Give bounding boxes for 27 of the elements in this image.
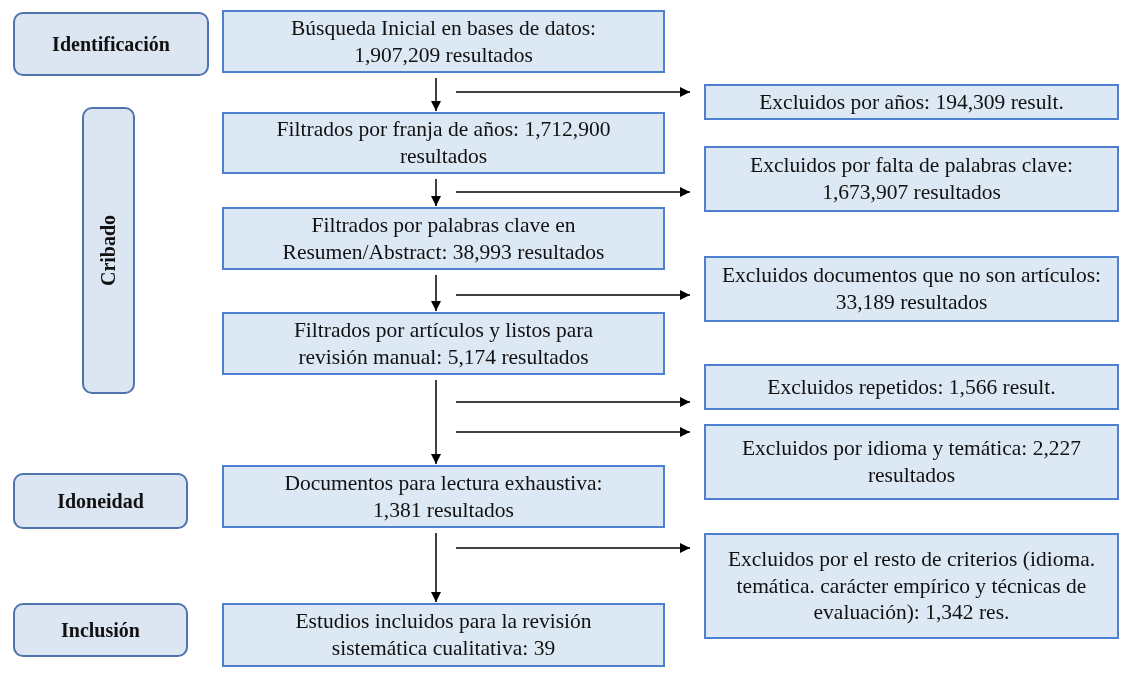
stage-label-box: Inclusión bbox=[13, 603, 188, 657]
process-box: Filtrados por palabras clave en Resumen/Abstract: 38,993 resultados bbox=[222, 207, 665, 270]
arrow bbox=[431, 532, 441, 603]
exclusion-box: Excluidos por el resto de criterios (idioma. temática. carácter empírico y técnicas de evaluación): 1,342 res. bbox=[704, 533, 1119, 639]
process-box: Búsqueda Inicial en bases de datos: 1,907,209 resultados bbox=[222, 10, 665, 73]
arrow bbox=[455, 87, 691, 97]
exclusion-box: Excluidos repetidos: 1,566 result. bbox=[704, 364, 1119, 410]
process-box: Estudios incluidos para la revisión sistemática cualitativa: 39 bbox=[222, 603, 665, 667]
arrow bbox=[431, 379, 441, 465]
exclusion-box: Excluidos por falta de palabras clave: 1,673,907 resultados bbox=[704, 146, 1119, 212]
arrow bbox=[455, 187, 691, 197]
process-box: Filtrados por artículos y listos para revisión manual: 5,174 resultados bbox=[222, 312, 665, 375]
stage-label-box: Identificación bbox=[13, 12, 209, 76]
arrow bbox=[431, 178, 441, 207]
process-box: Documentos para lectura exhaustiva: 1,381 resultados bbox=[222, 465, 665, 528]
process-box: Filtrados por franja de años: 1,712,900 resultados bbox=[222, 112, 665, 174]
arrow bbox=[431, 77, 441, 112]
arrow bbox=[455, 290, 691, 300]
stage-label-box: Cribado bbox=[82, 107, 135, 394]
arrow bbox=[431, 274, 441, 312]
exclusion-box: Excluidos documentos que no son artículos: 33,189 resultados bbox=[704, 256, 1119, 322]
exclusion-box: Excluidos por idioma y temática: 2,227 resultados bbox=[704, 424, 1119, 500]
stage-label-box: Idoneidad bbox=[13, 473, 188, 529]
arrow bbox=[455, 543, 691, 553]
arrow bbox=[455, 397, 691, 407]
exclusion-box: Excluidos por años: 194,309 result. bbox=[704, 84, 1119, 120]
arrow bbox=[455, 427, 691, 437]
